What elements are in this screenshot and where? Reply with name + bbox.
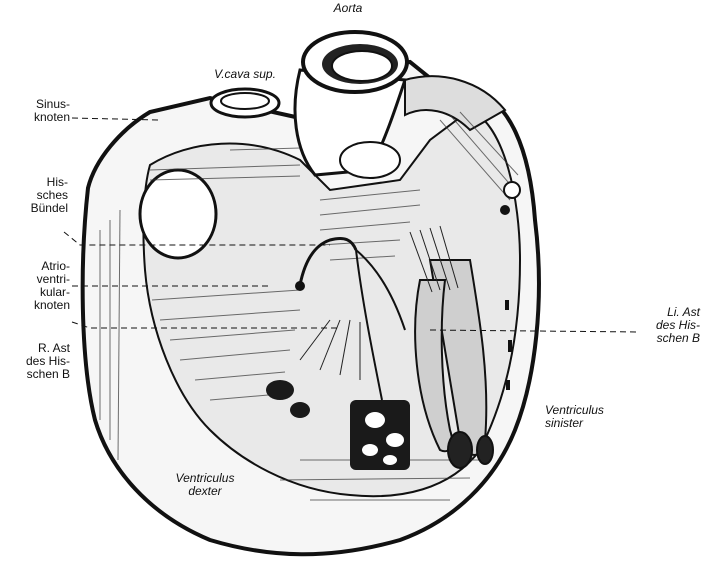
vena-cava-vessel <box>211 89 279 117</box>
aortic-valve <box>340 142 400 178</box>
coronary-opening <box>504 182 520 198</box>
label-ventriculus-sinister: Ventriculus sinister <box>545 404 635 430</box>
label-sinusknoten: Sinus- knoten <box>8 98 70 124</box>
label-vena-cava: V.cava sup. <box>190 68 300 81</box>
label-his-bundle: His- sches Bündel <box>10 176 68 215</box>
label-ventriculus-dexter: Ventriculus dexter <box>160 472 250 498</box>
label-left-branch: Li. Ast des His- schen B <box>620 306 700 345</box>
label-av-node: Atrio- ventri- kular- knoten <box>8 260 70 312</box>
label-right-branch: R. Ast des His- schen B <box>8 342 70 381</box>
av-node <box>295 281 305 291</box>
label-aorta: Aorta <box>318 2 378 15</box>
